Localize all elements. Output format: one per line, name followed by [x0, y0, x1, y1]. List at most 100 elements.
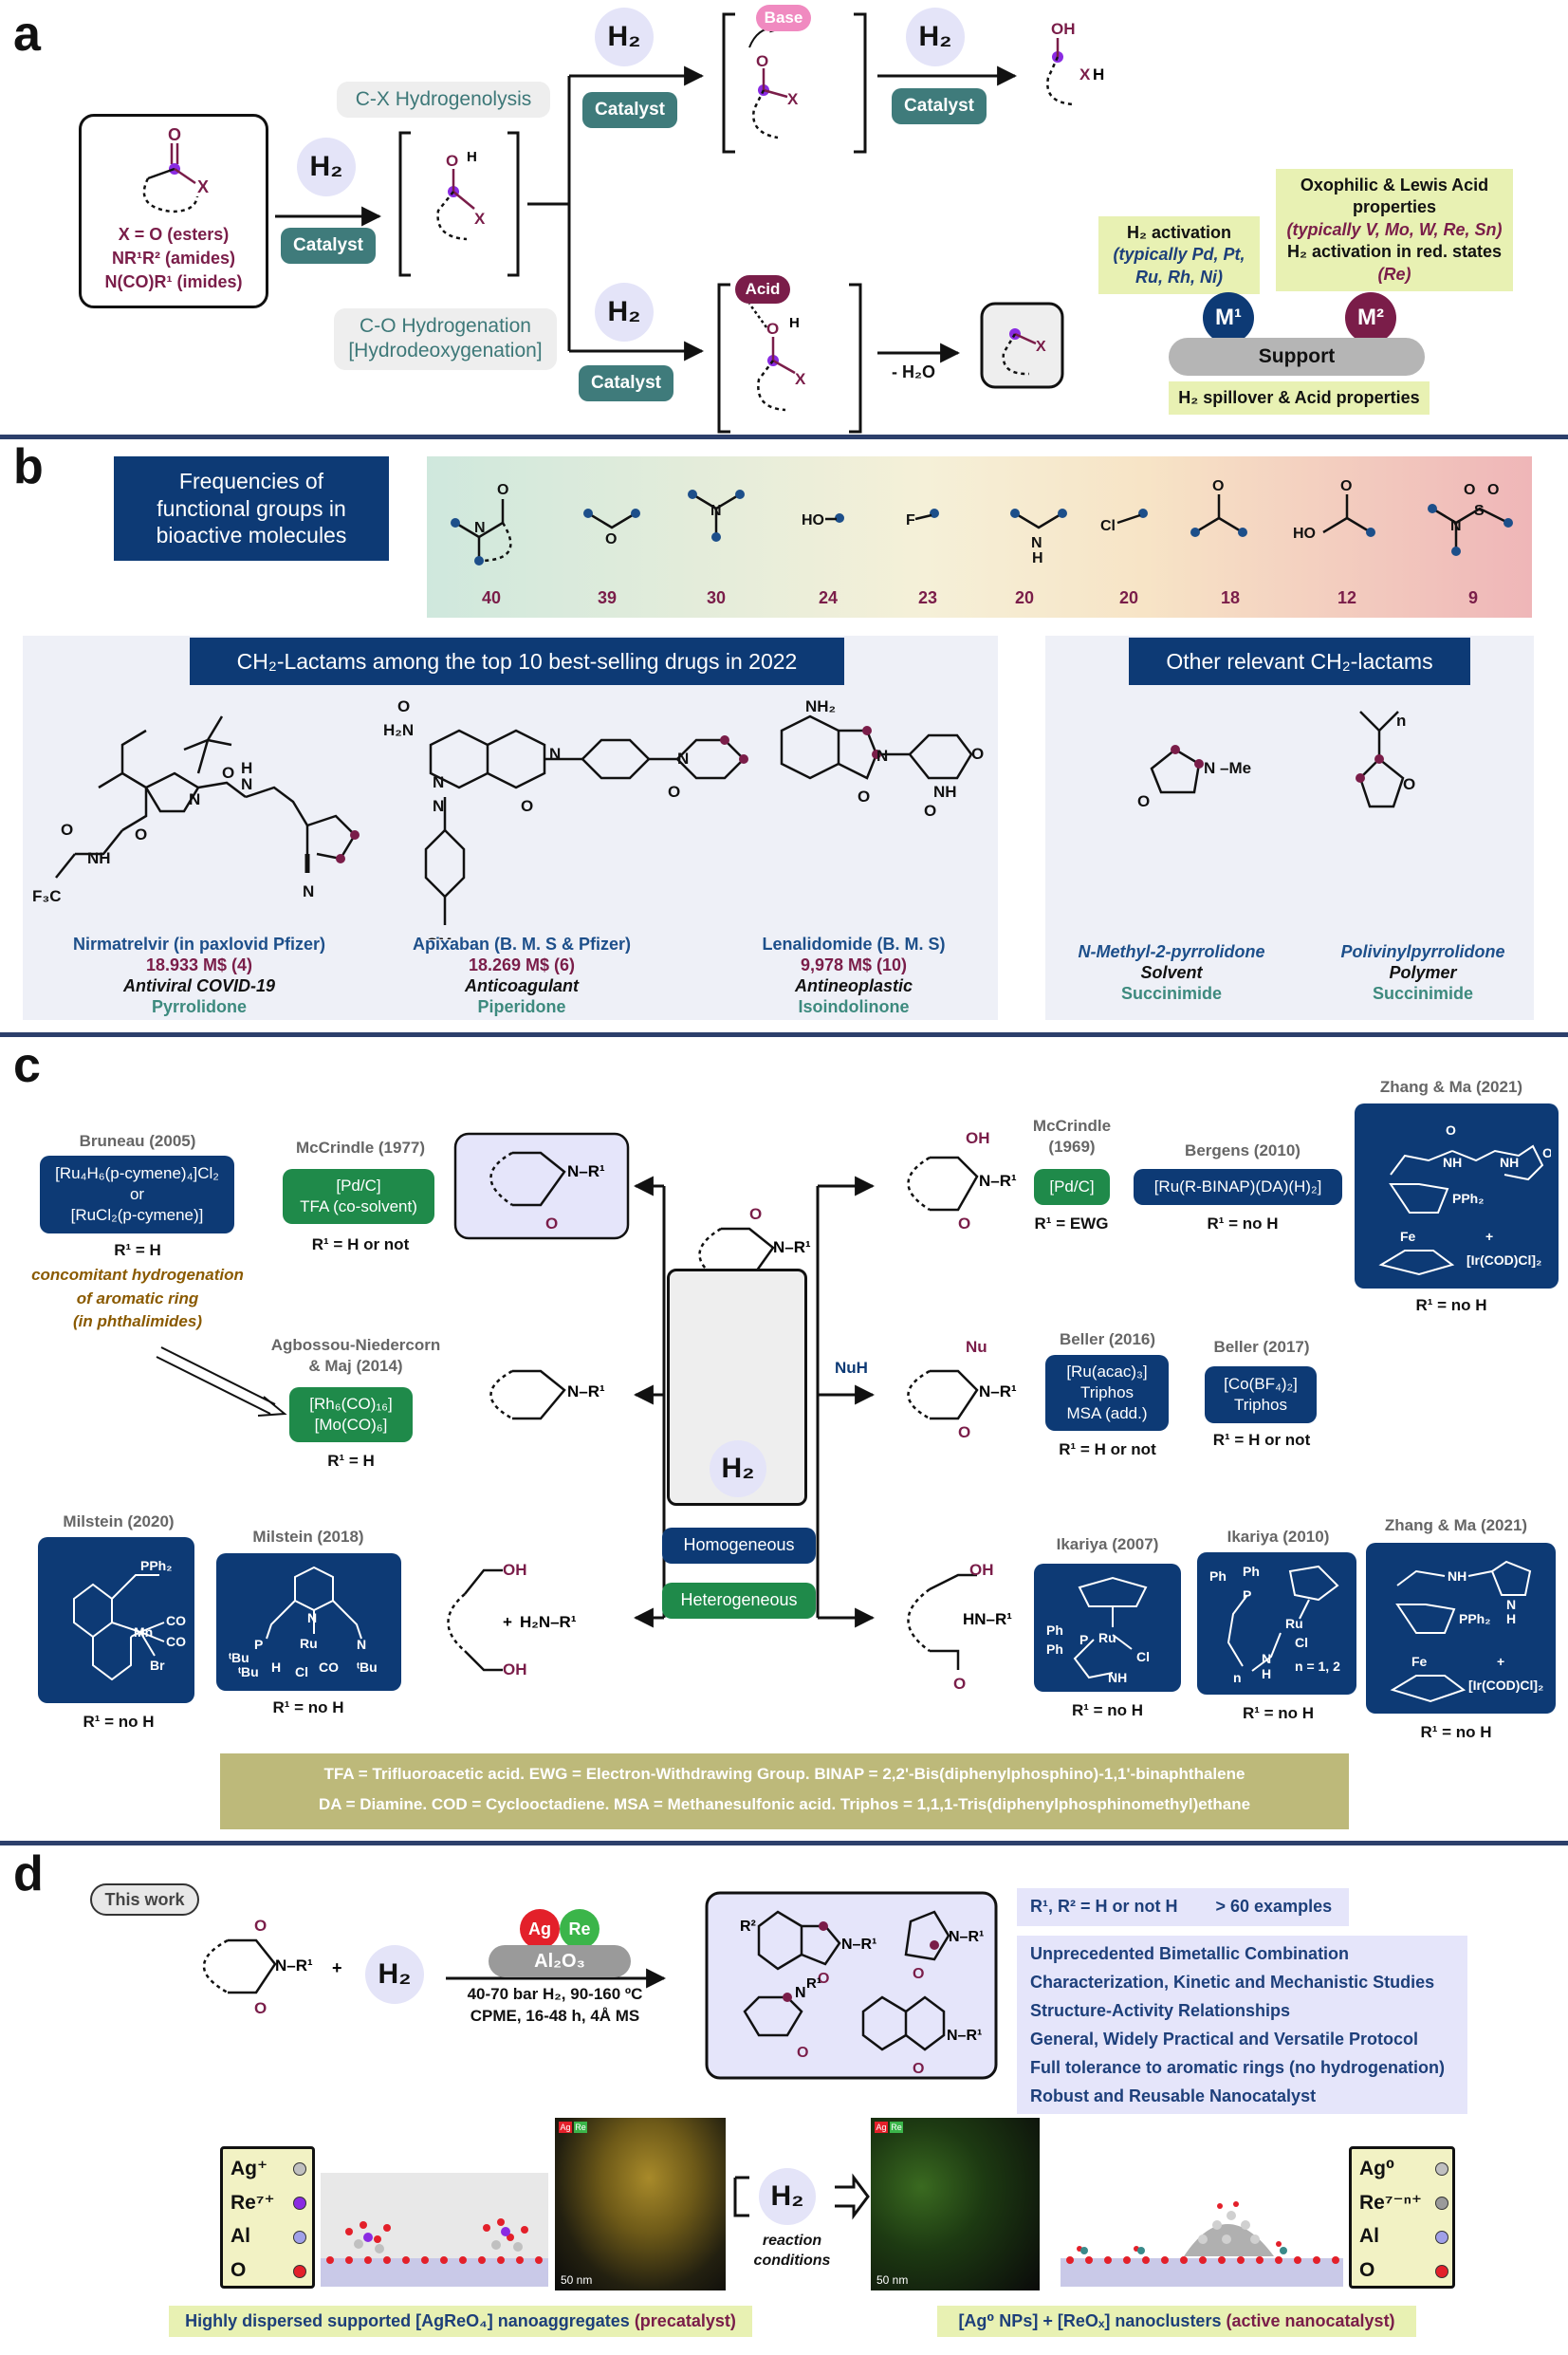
author-beller-2017: Beller (2017) [1213, 1338, 1310, 1356]
catalyst-mccrindle-1969: [Pd/C] [1034, 1169, 1110, 1205]
map-post-re-tag: Re [890, 2122, 903, 2133]
freq-value-9: 12 [1337, 588, 1357, 607]
svg-text:Br: Br [150, 1658, 165, 1673]
catalyst-label-a4: Catalyst [579, 365, 673, 401]
catalyst-label-a1: Catalyst [281, 228, 376, 264]
svg-text:HO: HO [1293, 526, 1316, 542]
other-2-use: Polymer [1389, 963, 1457, 982]
svg-text:P: P [1243, 1587, 1251, 1603]
svg-text:N: N [241, 775, 252, 793]
svg-text:Ph: Ph [1046, 1641, 1063, 1657]
svg-text:PPh₂: PPh₂ [1452, 1191, 1484, 1206]
freq-value-10: 9 [1467, 588, 1478, 607]
h2-bubble-a2: H₂ [595, 8, 654, 66]
precatalyst-caption-tag: (precatalyst) [634, 2311, 736, 2330]
m1-circle: M¹ [1203, 292, 1254, 343]
svg-text:H: H [789, 315, 800, 331]
active-catalyst-surface [1061, 2201, 1343, 2287]
svg-text:S: S [1474, 503, 1485, 519]
svg-text:N: N [433, 773, 444, 791]
substrate-box: O X X = O (esters) NR¹R² (amides) N(CO)R… [79, 114, 268, 308]
svg-text:H: H [1262, 1666, 1271, 1681]
cx-hydrogenolysis-label: C-X Hydrogenolysis [337, 82, 550, 119]
svg-text:ᵗBu: ᵗBu [229, 1650, 249, 1665]
catalyst-beller-2017: [Co(BF₄)₂] Triphos [1205, 1366, 1317, 1423]
other-1-name: N-Methyl-2-pyrrolidone [1078, 942, 1265, 961]
svg-text:O: O [749, 1205, 762, 1223]
h2-bubble-d: H₂ [365, 1945, 424, 2004]
author-bruneau: Bruneau (2005) [79, 1132, 196, 1150]
svg-text:H₂N: H₂N [383, 721, 414, 739]
svg-text:[Ir(COD)Cl]₂: [Ir(COD)Cl]₂ [1468, 1678, 1543, 1693]
legend-dot-o [293, 2265, 306, 2278]
freq-value-7: 20 [1118, 588, 1139, 607]
legend-post-dot-o [1435, 2265, 1448, 2278]
imide-center-box [667, 1269, 807, 1506]
svg-text:+: + [1497, 1654, 1504, 1669]
panel-c-arrows: N–R¹ O N–R¹ OH OH + H₂N–R¹ N–R¹ O O + OH… [156, 1129, 1017, 1693]
svg-text:N: N [433, 797, 444, 815]
svg-text:N: N [1262, 1651, 1271, 1666]
svg-text:n: n [1233, 1670, 1242, 1685]
svg-text:Ph: Ph [1209, 1568, 1227, 1584]
svg-text:CO: CO [166, 1634, 186, 1649]
svg-text:Ru: Ru [1285, 1616, 1303, 1631]
svg-text:OMe: OMe [426, 935, 461, 939]
drug-1-name: Nirmatrelvir (in paxlovid Pfizer) [72, 935, 326, 954]
drug-3-use: Antineoplastic [794, 976, 913, 995]
svg-text:CO: CO [319, 1660, 339, 1675]
top10-title: CH₂-Lactams among the top 10 best-sellin… [190, 638, 844, 685]
r-note-ikariya-2010: R¹ = no H [1242, 1704, 1315, 1722]
svg-text:N–R¹: N–R¹ [949, 1929, 984, 1945]
drug-2-name: Apixaban (B. M. S & Pfizer) [412, 935, 632, 954]
other-2-name: Polivinylpyrrolidone [1340, 942, 1505, 961]
separator-ab [0, 435, 1568, 439]
svg-text:NH: NH [87, 849, 111, 867]
abbreviations-box: TFA = Trifluoroacetic acid. EWG = Electr… [220, 1753, 1349, 1829]
svg-text:HO: HO [802, 512, 824, 528]
svg-text:O: O [1542, 1145, 1551, 1160]
legend-post-ag: Ag⁰ [1359, 2158, 1395, 2179]
svg-text:N: N [1506, 1597, 1516, 1612]
svg-text:OH: OH [503, 1561, 527, 1579]
svg-text:O: O [254, 1999, 267, 2017]
svg-text:H: H [1506, 1611, 1516, 1626]
legend-post-al: Al [1359, 2225, 1379, 2247]
h2-bubble-a3: H₂ [906, 8, 965, 66]
author-milstein-2018: Milstein (2018) [252, 1528, 364, 1546]
svg-text:X: X [474, 210, 486, 228]
other-2-class: Succinimide [1372, 984, 1474, 1003]
svg-text:+: + [503, 1613, 512, 1631]
svg-text:ᵗBu: ᵗBu [238, 1664, 259, 1679]
legend-post-dot-re [1435, 2197, 1448, 2210]
drug-3-sales: 9,978 M$ (10) [800, 955, 908, 974]
svg-text:O: O [1403, 775, 1415, 793]
svg-text:R²: R² [740, 1919, 756, 1935]
conditions-line-1: 40-70 bar H₂, 90-160 ºC [467, 1985, 643, 2003]
catalyst-mccrindle-1977: [Pd/C] TFA (co-solvent) [283, 1169, 434, 1224]
svg-text:PPh₂: PPh₂ [140, 1558, 172, 1573]
author-agbossou: Agbossou-Niedercorn & Maj (2014) [270, 1336, 441, 1376]
frequency-gradient-bar [427, 456, 1532, 618]
svg-text:O: O [135, 825, 147, 844]
svg-text:Ph: Ph [1046, 1623, 1063, 1638]
h2-bubble-d2: H₂ [759, 2168, 816, 2225]
active-catalyst-caption: [Ag⁰ NPs] + [ReOₓ] nanoclusters (active … [937, 2306, 1416, 2337]
substrate-imides: N(CO)R¹ (imides) [104, 272, 243, 292]
substrate-esters: X = O (esters) [118, 225, 230, 244]
svg-text:X: X [787, 90, 799, 108]
catalyst-agbossou: [Rh₆(CO)₁₆] [Mo(CO)₆] [289, 1387, 413, 1442]
conditions-line-2: CPME, 16-48 h, 4Å MS [470, 2007, 640, 2025]
panel-b-letter: b [13, 439, 44, 494]
catalyst-beller-2016: [Ru(acac)₃] Triphos MSA (add.) [1045, 1355, 1169, 1431]
svg-text:O: O [222, 764, 234, 782]
map-post-scale: 50 nm [876, 2273, 909, 2287]
svg-text:NH: NH [933, 783, 957, 801]
author-mccrindle-1969: McCrindle (1969) [1032, 1117, 1112, 1157]
map-pre-ag-tag: Ag [559, 2122, 572, 2133]
spillover-box: H₂ spillover & Acid properties [1169, 381, 1430, 416]
top10-drugs-panel [23, 636, 998, 1020]
